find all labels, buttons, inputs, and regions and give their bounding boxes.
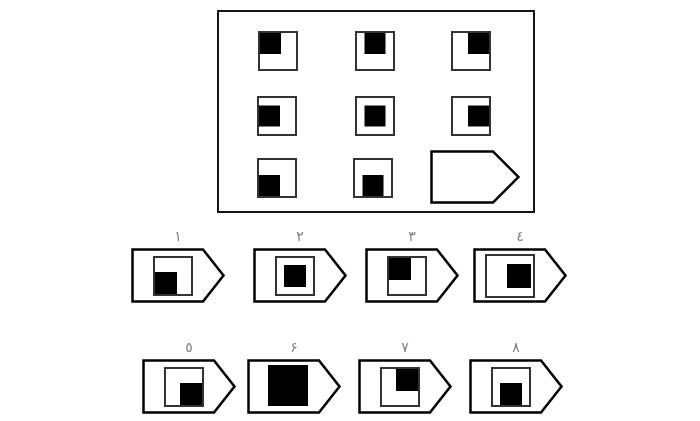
matrix-cell-r3c2 [353, 158, 393, 198]
option-6[interactable]: ۶ [247, 340, 341, 414]
option-8-inner-square [491, 367, 531, 407]
option-8-label: ٨ [512, 340, 520, 356]
matrix-cell-r2c2 [355, 96, 395, 136]
option-5-inner-square [164, 367, 204, 407]
black-square [507, 264, 531, 288]
black-square [468, 33, 489, 54]
option-8[interactable]: ٨ [469, 340, 563, 414]
black-square [155, 272, 177, 294]
pentagon-outline-icon [430, 150, 521, 204]
option-7-inner-square [380, 367, 420, 407]
matrix-cell-r1c3 [451, 31, 491, 71]
black-square [284, 265, 306, 287]
option-2[interactable]: ٢ [253, 229, 347, 303]
option-2-pentagon [253, 248, 347, 303]
matrix-cell-r1c1 [258, 31, 298, 71]
option-4-pentagon [473, 248, 567, 303]
option-1[interactable]: ١ [131, 229, 225, 303]
option-5-label: ٥ [185, 340, 193, 356]
matrix-cell-r3c1 [257, 158, 297, 198]
option-1-label: ١ [174, 229, 182, 245]
option-3[interactable]: ٣ [365, 229, 459, 303]
option-8-pentagon [469, 359, 563, 414]
option-7-label: ٧ [401, 340, 409, 356]
option-3-label: ٣ [408, 229, 416, 245]
option-7-pentagon [358, 359, 452, 414]
option-4-label: ٤ [516, 229, 524, 245]
option-3-pentagon [365, 248, 459, 303]
option-4[interactable]: ٤ [473, 229, 567, 303]
black-square [259, 175, 280, 196]
option-5-pentagon [142, 359, 236, 414]
option-2-label: ٢ [296, 229, 304, 245]
option-1-inner-square [153, 256, 193, 296]
option-2-inner-square [275, 256, 315, 296]
matrix-cell-r2c1 [257, 96, 297, 136]
option-5[interactable]: ٥ [142, 340, 236, 414]
black-square [389, 258, 411, 280]
option-1-pentagon [131, 248, 225, 303]
black-square [468, 105, 489, 127]
option-4-inner-square [485, 254, 535, 298]
black-square [260, 33, 281, 54]
matrix-cell-r2c3 [451, 96, 491, 136]
black-square [364, 33, 386, 54]
option-6-pentagon [247, 359, 341, 414]
option-7[interactable]: ٧ [358, 340, 452, 414]
black-square [364, 105, 386, 127]
black-square [259, 105, 280, 127]
answer-placeholder [430, 150, 521, 204]
black-square [396, 369, 418, 391]
option-6-label: ۶ [290, 340, 298, 356]
black-square [268, 365, 308, 406]
black-square [180, 383, 202, 405]
black-square [362, 175, 384, 196]
matrix-cell-r1c2 [355, 31, 395, 71]
black-square [500, 383, 522, 405]
matrix-frame [217, 10, 535, 213]
option-3-inner-square [387, 256, 427, 296]
